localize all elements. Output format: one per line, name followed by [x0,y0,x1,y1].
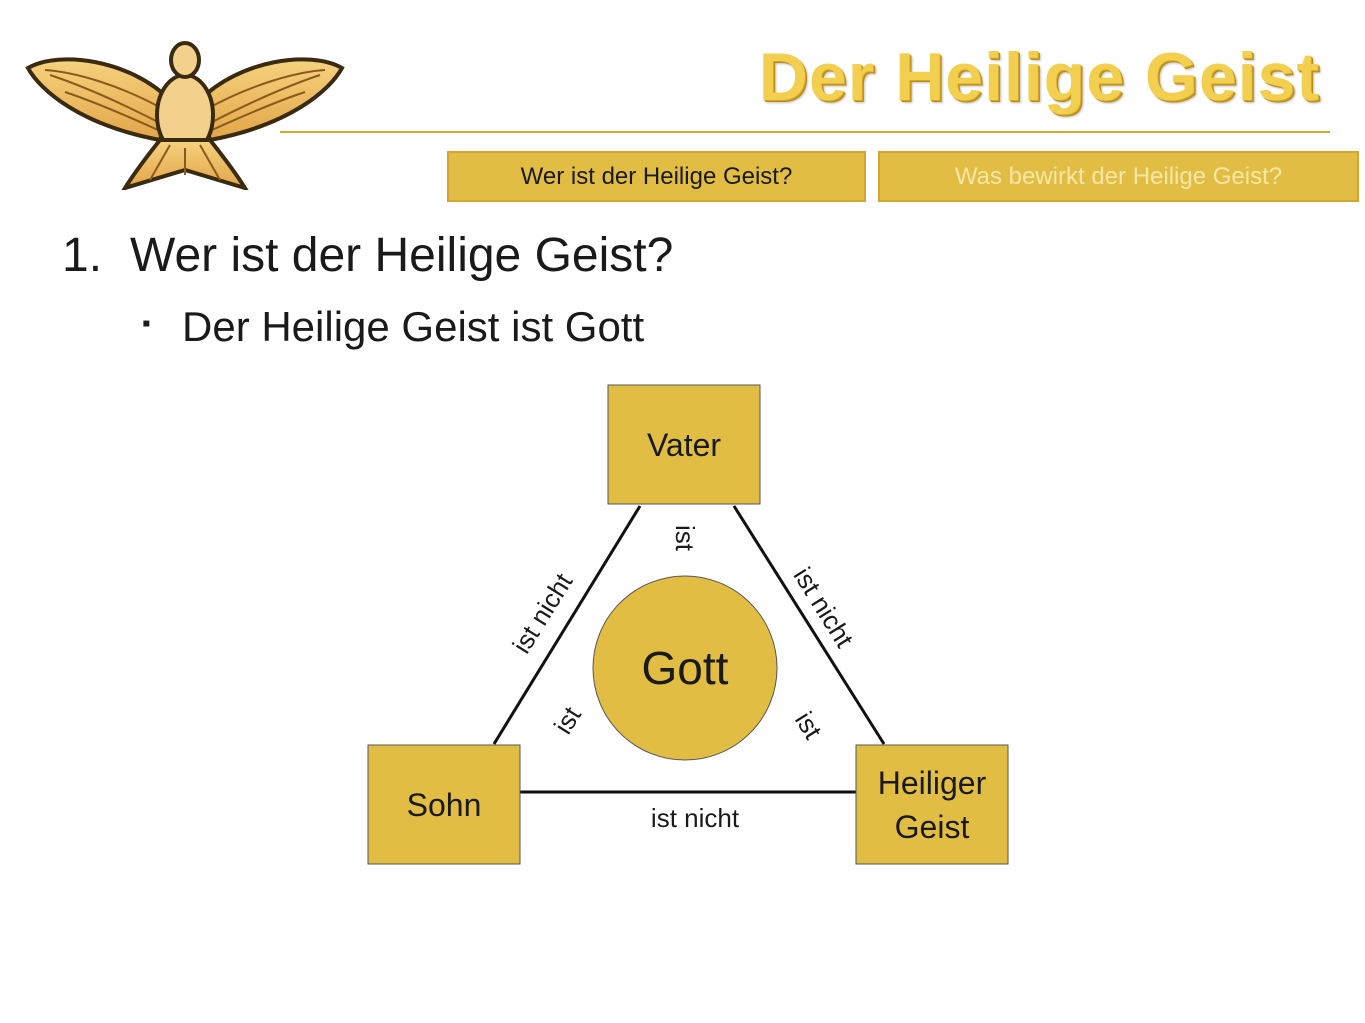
section-heading: 1. Wer ist der Heilige Geist? [62,228,673,283]
sohn-label: Sohn [407,787,482,823]
edge-label-sohn-geist: ist nicht [651,803,740,833]
edge-label-geist-gott: ist [789,706,829,745]
heading-number: 1. [62,229,103,282]
geist-label-line1: Heiliger [878,765,987,801]
edge-label-vater-sohn: ist nicht [506,567,579,658]
vater-label: Vater [647,427,721,463]
tab-wer-ist[interactable]: Wer ist der Heilige Geist? [447,151,866,202]
dove-icon [25,41,345,190]
page-title: Der Heilige Geist [758,39,1320,115]
edge-vater-sohn [492,505,642,745]
gott-label: Gott [642,642,729,694]
edge-vater-geist [732,505,886,745]
edge-label-sohn-gott: ist [548,701,588,740]
bullet-item: ▪ Der Heilige Geist ist Gott [142,303,644,351]
tab-was-bewirkt[interactable]: Was bewirkt der Heilige Geist? [878,151,1359,202]
vater-box [607,384,761,505]
bullet-text: Der Heilige Geist ist Gott [182,303,645,350]
heading-text: Wer ist der Heilige Geist? [130,229,674,282]
title-divider [280,131,1330,133]
edge-label-vater-gott: ist [670,525,700,552]
sohn-box [367,744,521,865]
geist-box [855,744,1009,865]
bullet-marker-icon: ▪ [142,309,151,337]
geist-label-line2: Geist [895,809,970,845]
gott-circle [592,575,778,761]
